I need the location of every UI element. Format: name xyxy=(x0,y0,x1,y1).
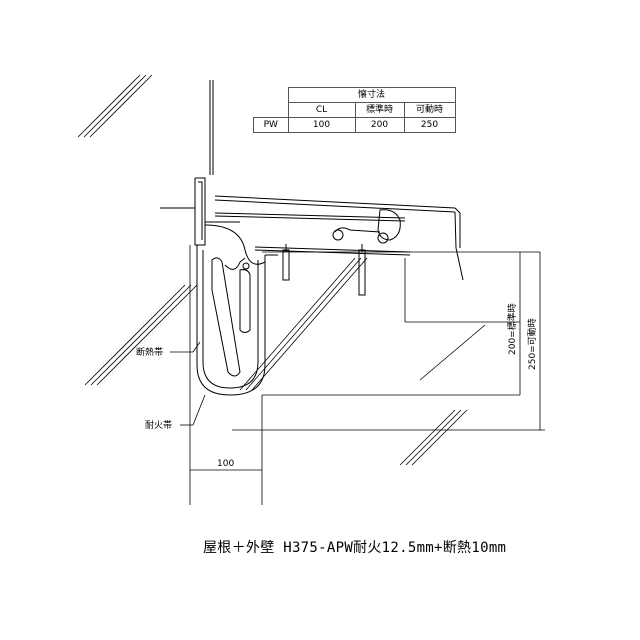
wall-lines xyxy=(209,80,214,175)
value-mov: 250 xyxy=(403,117,456,133)
bolts xyxy=(282,244,366,296)
value-std: 200 xyxy=(354,117,405,133)
u-band xyxy=(196,224,278,396)
hatch-lower-left xyxy=(84,257,368,391)
leader-lines xyxy=(170,341,206,426)
label-fireproof: 耐火帯 xyxy=(145,419,172,431)
label-dim-250: 250=可動時 xyxy=(527,318,538,370)
caption: 屋根＋外壁 H375-APW耐火12.5mm+断熱10mm xyxy=(203,540,507,556)
roof-cover-assembly xyxy=(160,177,464,281)
label-insulation: 断熱帯 xyxy=(136,346,163,358)
dimension-lines xyxy=(189,245,545,505)
hatch-lower-right xyxy=(399,324,486,466)
hatch-upper-left xyxy=(77,74,153,138)
label-dim-200: 200=標準時 xyxy=(506,303,518,355)
dimension-table: 懐寸法 CL 標準時 可動時 PW 100 200 250 xyxy=(253,87,456,133)
label-dim-100: 100 xyxy=(217,459,234,469)
